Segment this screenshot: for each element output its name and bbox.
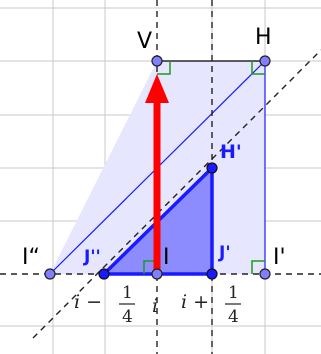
svg-text:4: 4	[228, 307, 239, 327]
point-i-double-prime[interactable]	[44, 268, 56, 280]
axis-label-center: i	[152, 295, 158, 317]
point-v[interactable]	[151, 55, 163, 67]
right-angle-markers	[143, 61, 265, 274]
label-j-prime: J'	[218, 243, 231, 263]
label-i-prime: I'	[273, 245, 286, 270]
red-vector-arrowhead	[145, 74, 169, 103]
point-i[interactable]	[151, 268, 163, 280]
label-h-prime: H'	[220, 141, 242, 163]
label-i-double-prime: I“	[22, 245, 40, 270]
point-j-double-prime[interactable]	[98, 268, 110, 280]
svg-text:1: 1	[122, 283, 133, 303]
point-h-prime[interactable]	[206, 162, 218, 174]
dashed-diagonal	[32, 49, 321, 339]
label-i: I	[163, 245, 170, 270]
svg-text:i +: i +	[181, 291, 209, 313]
point-h[interactable]	[259, 55, 271, 67]
label-j-double-prime: J''	[83, 247, 101, 267]
svg-text:4: 4	[122, 307, 133, 327]
svg-text:1: 1	[228, 283, 239, 303]
svg-text:i −: i −	[74, 291, 102, 313]
label-v: V	[137, 29, 152, 54]
label-h: H	[255, 25, 272, 50]
axis-label-right: i + 1 4	[181, 283, 241, 327]
point-i-prime[interactable]	[259, 268, 271, 280]
axis-label-left: i − 1 4	[74, 283, 135, 327]
point-j-prime[interactable]	[206, 268, 218, 280]
